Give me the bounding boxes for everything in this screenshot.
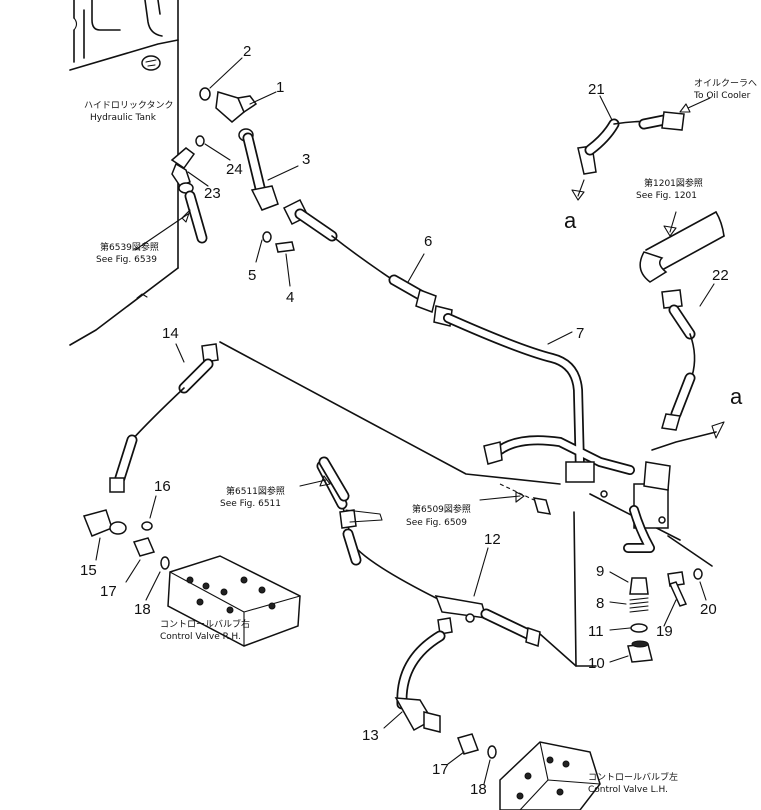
leader-lines-top-left bbox=[134, 57, 425, 287]
callout-19: 19 bbox=[656, 623, 673, 640]
part-16-o-ring bbox=[141, 521, 153, 531]
control-valve-rh bbox=[167, 555, 301, 647]
part-10-plug bbox=[627, 640, 653, 663]
leader-lines-bottom bbox=[447, 751, 491, 785]
part-7-pipe bbox=[443, 313, 635, 483]
part-17-connector-lower bbox=[457, 733, 479, 755]
control-valve-lh bbox=[499, 741, 601, 810]
leader-lines-left bbox=[95, 495, 161, 601]
callout-10: 10 bbox=[588, 655, 605, 672]
part-14-hose bbox=[109, 341, 561, 493]
control-valve-rh-en: Control Valve R.H. bbox=[160, 632, 241, 642]
leader-lines-right bbox=[609, 571, 707, 663]
hydraulic-tank-en: Hydraulic Tank bbox=[90, 113, 157, 123]
fig-6509-stub bbox=[479, 483, 552, 515]
fig-6539-en: See Fig. 6539 bbox=[96, 255, 157, 265]
fig-6539-jp: 第6539図参照 bbox=[100, 241, 159, 253]
callout-2: 2 bbox=[243, 43, 251, 60]
part-6-hose bbox=[282, 198, 453, 327]
part-22-hose bbox=[639, 211, 725, 431]
part-21-hose bbox=[571, 95, 711, 201]
hydraulic-tank-jp: ハイドロリックタンク bbox=[84, 100, 173, 111]
part-13-hose bbox=[383, 617, 453, 733]
part-18-o-ring bbox=[160, 556, 170, 570]
fig-6509-jp: 第6509図参照 bbox=[412, 503, 471, 515]
control-valve-rh-jp: コントロールバルブ右 bbox=[160, 618, 250, 630]
callout-11: 11 bbox=[588, 623, 604, 640]
callout-17: 17 bbox=[100, 583, 117, 600]
hydraulic-tank bbox=[69, 0, 179, 346]
part-1-elbow bbox=[215, 91, 258, 142]
callout-3: 3 bbox=[302, 151, 310, 168]
part-2-o-ring bbox=[199, 87, 211, 101]
callout-12: 12 bbox=[484, 531, 501, 548]
control-valve-lh-jp: コントロールバルブ左 bbox=[588, 771, 678, 783]
fig-6509-en: See Fig. 6509 bbox=[406, 518, 467, 528]
oil-cooler-en: To Oil Cooler bbox=[693, 91, 751, 101]
part-24-o-ring bbox=[195, 135, 205, 147]
callout-15: 15 bbox=[80, 562, 97, 579]
callout-13: 13 bbox=[362, 727, 379, 744]
part-12-tee bbox=[316, 460, 597, 667]
callout-22: 22 bbox=[712, 267, 729, 284]
ref-a-upper: a bbox=[564, 208, 577, 233]
part-9-plug bbox=[629, 577, 649, 595]
fig-1201-jp: 第1201図参照 bbox=[644, 177, 703, 189]
callout-6: 6 bbox=[424, 233, 432, 250]
callout-numbers: 1 2 3 4 5 6 7 8 9 10 11 12 13 14 15 16 1… bbox=[80, 43, 729, 798]
fig-6511-en: See Fig. 6511 bbox=[220, 499, 281, 509]
callout-14: 14 bbox=[162, 325, 179, 342]
manifold-block bbox=[573, 421, 725, 667]
part-3-hose bbox=[242, 132, 295, 253]
oil-cooler-jp: オイルクーラへ bbox=[694, 78, 757, 89]
fig-6511-hose-stub bbox=[299, 456, 383, 523]
callout-18-lower: 18 bbox=[470, 781, 487, 798]
part-15-elbow bbox=[82, 509, 127, 537]
callout-20: 20 bbox=[700, 601, 717, 618]
fig-1201-en: See Fig. 1201 bbox=[636, 191, 697, 201]
callout-7: 7 bbox=[576, 325, 584, 342]
callout-17-lower: 17 bbox=[432, 761, 449, 778]
part-23-elbow bbox=[170, 147, 208, 244]
callout-24: 24 bbox=[226, 161, 243, 178]
callout-8: 8 bbox=[596, 595, 604, 612]
part-18-o-ring-lower bbox=[487, 745, 497, 759]
ref-a-right: a bbox=[730, 384, 743, 409]
callout-4: 4 bbox=[286, 289, 294, 306]
part-11-o-ring bbox=[630, 623, 648, 633]
control-valve-lh-en: Control Valve L.H. bbox=[588, 785, 668, 795]
part-8-spring bbox=[629, 597, 649, 613]
callout-16: 16 bbox=[154, 478, 171, 495]
callout-1: 1 bbox=[276, 79, 284, 96]
callout-5: 5 bbox=[248, 267, 256, 284]
callout-21: 21 bbox=[588, 81, 605, 98]
part-20-washer bbox=[693, 568, 703, 580]
callout-9: 9 bbox=[596, 563, 604, 580]
part-17-connector bbox=[132, 537, 156, 557]
callout-23: 23 bbox=[204, 185, 221, 202]
part-19-bolt bbox=[667, 571, 688, 607]
callout-18: 18 bbox=[134, 601, 151, 618]
reference-labels: ハイドロリックタンク Hydraulic Tank オイルクーラへ To Oil… bbox=[84, 78, 757, 795]
fig-6511-jp: 第6511図参照 bbox=[226, 485, 285, 497]
